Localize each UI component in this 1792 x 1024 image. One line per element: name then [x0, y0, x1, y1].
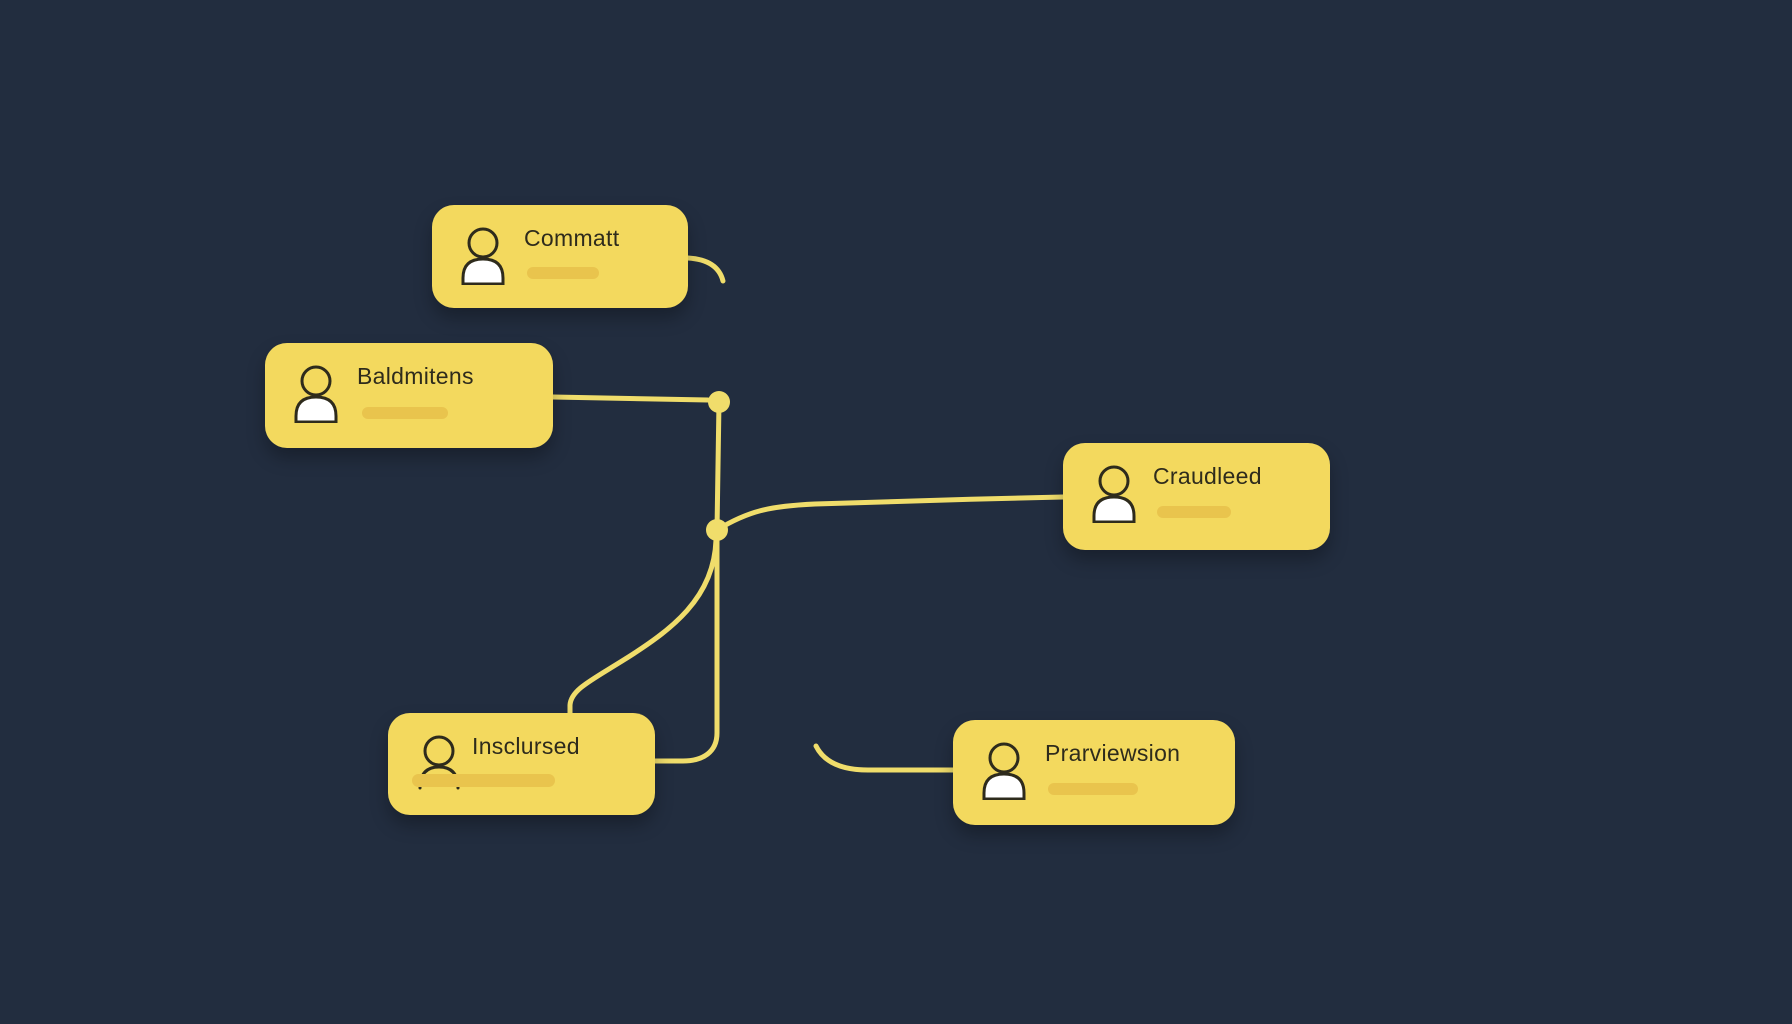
node-card-baldmitens[interactable]: Baldmitens — [265, 343, 553, 448]
node-card-commatt[interactable]: Commatt — [432, 205, 688, 308]
node-title: Craudleed — [1153, 463, 1262, 489]
junction-dot — [708, 391, 730, 413]
connector-junction-to-craudleed — [714, 494, 1066, 533]
subtitle-bar — [362, 407, 448, 419]
node-card-prarviewsion[interactable]: Prarviewsion — [953, 720, 1235, 825]
subtitle-bar — [1157, 506, 1231, 518]
subtitle-bar — [1048, 783, 1138, 795]
subtitle-bar — [527, 267, 599, 279]
node-title: Prarviewsion — [1045, 740, 1181, 766]
node-title: Insclursed — [472, 733, 580, 759]
connector-junction-vertical — [714, 399, 722, 533]
node-title: Commatt — [524, 225, 620, 251]
connector-baldmitens-to-junction — [550, 394, 711, 403]
junction-dot — [706, 519, 728, 541]
node-card-insclursed[interactable]: Insclursed — [388, 713, 655, 815]
node-title: Baldmitens — [357, 363, 474, 389]
person-icon — [979, 742, 1029, 800]
person-icon — [1089, 465, 1139, 523]
connector-junction-to-insclursed-right — [652, 527, 720, 764]
connector-junction-to-insclursed-top — [567, 537, 719, 716]
connector-prarviewsion-hook — [813, 743, 956, 773]
person-icon — [291, 365, 341, 423]
connector-commatt-hook — [685, 255, 726, 284]
node-card-craudleed[interactable]: Craudleed — [1063, 443, 1330, 550]
person-icon — [458, 227, 508, 285]
subtitle-bar — [412, 774, 555, 787]
